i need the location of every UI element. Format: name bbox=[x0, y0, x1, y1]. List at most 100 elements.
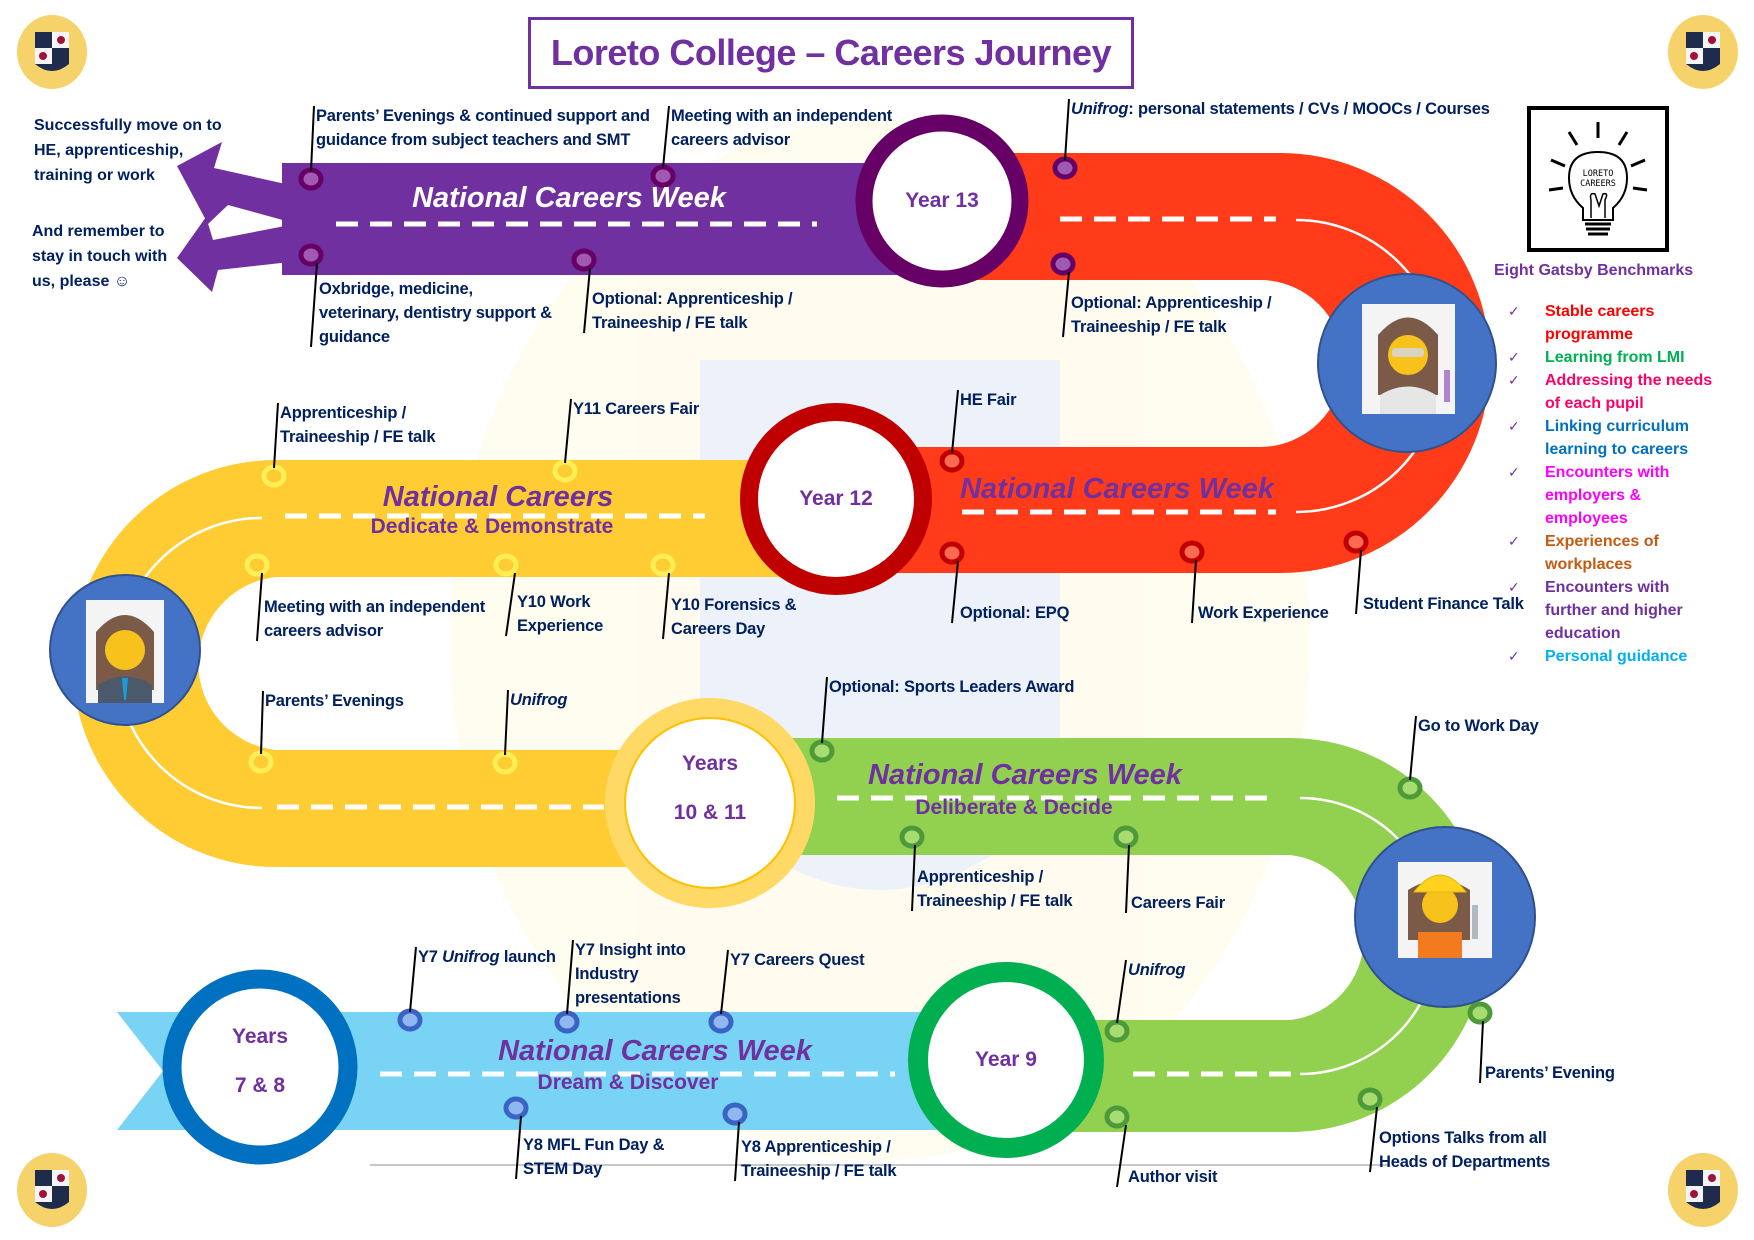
event-label-text: Y7 Careers Quest bbox=[730, 951, 865, 969]
event-label-text: Optional: Sports Leaders Award bbox=[829, 678, 1075, 696]
event-label-year9: Careers Fair bbox=[1128, 891, 1225, 915]
event-label-text: Optional: EPQ bbox=[960, 604, 1070, 622]
leader-line bbox=[1062, 271, 1070, 338]
event-marker bbox=[244, 553, 270, 577]
event-label-text: Parents’ Evenings & continued support an… bbox=[316, 107, 650, 149]
gatsby-benchmark-text: Stable careers programme bbox=[1545, 303, 1655, 343]
leader-line bbox=[515, 1115, 522, 1180]
event-label-year12: HE Fair bbox=[957, 388, 1017, 412]
event-label-years78: Y8 MFL Fun Day & STEM Day bbox=[520, 1133, 665, 1181]
road-title-year9: National Careers Week bbox=[868, 759, 1182, 791]
event-label-text: Optional: Apprenticeship / Traineeship /… bbox=[592, 290, 793, 332]
page-title: Loreto College – Careers Journey bbox=[528, 17, 1134, 89]
event-marker bbox=[1104, 1019, 1130, 1043]
exit-note-progression: Successfully move on to HE, apprenticesh… bbox=[34, 117, 222, 184]
check-icon: ✓ bbox=[1508, 648, 1520, 664]
event-label-years78: Y7 Careers Quest bbox=[727, 948, 865, 972]
leader-line bbox=[505, 572, 516, 637]
exit-note-stay-in-touch: And remember to stay in touch with us, p… bbox=[32, 223, 168, 290]
leader-line bbox=[564, 398, 572, 464]
event-markers bbox=[244, 156, 1493, 1129]
road-subtitle-year9: Deliberate & Decide bbox=[915, 796, 1113, 819]
gatsby-benchmark-item: ✓ Personal guidance bbox=[1508, 645, 1748, 668]
event-label-emphasis: Unifrog bbox=[1071, 100, 1129, 118]
stage-label-years78-line2: 7 & 8 bbox=[234, 1074, 286, 1097]
lightbulb-icon: LORETO CAREERS bbox=[1548, 122, 1648, 236]
event-label-text: Y11 Careers Fair bbox=[573, 400, 700, 418]
event-label-year12: Work Experience bbox=[1195, 601, 1329, 625]
event-label-text: Y7 Insight into Industry presentations bbox=[575, 941, 686, 1007]
stage-label-years78-line1: Years bbox=[231, 1025, 289, 1048]
event-marker bbox=[554, 1010, 580, 1034]
road-title-year12: National Careers Week bbox=[960, 473, 1274, 505]
event-label-text: Y10 Work Experience bbox=[517, 593, 604, 635]
gatsby-benchmark-text: Personal guidance bbox=[1545, 648, 1688, 665]
event-marker bbox=[571, 248, 597, 272]
leader-line bbox=[734, 1121, 740, 1182]
event-marker bbox=[298, 167, 324, 191]
event-label-year12: Student Finance Talk bbox=[1360, 592, 1524, 616]
logo-text: LORETO bbox=[1583, 169, 1614, 179]
event-label-years1011: Y10 Forensics & Careers Day bbox=[668, 593, 797, 641]
event-marker bbox=[1397, 776, 1423, 800]
stage-label-year9: Year 9 bbox=[975, 1048, 1037, 1071]
crest-icon bbox=[1668, 15, 1738, 89]
leader-line bbox=[409, 946, 417, 1013]
event-label-text: Oxbridge, medicine, veterinary, dentistr… bbox=[319, 280, 552, 346]
road-subtitle-years78: Dream & Discover bbox=[537, 1071, 719, 1094]
event-marker bbox=[1050, 252, 1076, 276]
avatar-mechanic bbox=[1354, 826, 1536, 1008]
event-marker bbox=[809, 739, 835, 763]
event-label-year12: Optional: EPQ bbox=[957, 601, 1069, 625]
event-marker bbox=[1357, 1087, 1383, 1111]
gatsby-benchmark-text: Experiences of workplaces bbox=[1545, 533, 1659, 573]
leader-line bbox=[1064, 98, 1070, 161]
leader-line bbox=[662, 105, 670, 169]
event-label-prefix: Y7 bbox=[418, 948, 443, 966]
event-marker bbox=[1179, 540, 1205, 564]
check-icon: ✓ bbox=[1508, 349, 1520, 365]
event-label-years1011: Y10 Work Experience bbox=[514, 590, 603, 638]
event-label-year13: Optional: Apprenticeship / Traineeship /… bbox=[589, 287, 793, 335]
leader-line bbox=[260, 690, 264, 755]
leader-line bbox=[1191, 559, 1197, 624]
event-marker bbox=[493, 553, 519, 577]
gatsby-benchmark-item: ✓Encounters with further and higher educ… bbox=[1508, 576, 1748, 645]
event-marker bbox=[1052, 156, 1078, 180]
event-label-year9: Parents’ Evening bbox=[1482, 1061, 1615, 1085]
loreto-careers-logo: LORETO CAREERS bbox=[1527, 106, 1669, 252]
event-label-text: launch bbox=[499, 948, 556, 966]
leader-line bbox=[821, 676, 828, 744]
leader-line bbox=[951, 560, 959, 624]
crest-icon bbox=[17, 15, 87, 89]
event-label-years1011: Apprenticeship / Traineeship / FE talk bbox=[277, 401, 436, 449]
stage-label-year13: Year 13 bbox=[905, 189, 979, 212]
event-marker bbox=[939, 449, 965, 473]
event-label-text: Meeting with an independent careers advi… bbox=[264, 598, 486, 640]
event-label-text: Work Experience bbox=[1198, 604, 1329, 622]
gatsby-benchmark-text: Linking curriculum learning to careers bbox=[1545, 418, 1690, 458]
gatsby-benchmark-item: ✓Addressing the needs of each pupil bbox=[1508, 369, 1748, 415]
event-label-year9: Options Talks from all Heads of Departme… bbox=[1376, 1126, 1550, 1174]
event-label-years1011: Meeting with an independent careers advi… bbox=[261, 595, 485, 643]
gatsby-benchmark-text: Addressing the needs of each pupil bbox=[1545, 372, 1713, 412]
gatsby-benchmark-text: Learning from LMI bbox=[1545, 349, 1685, 366]
gatsby-benchmark-item: ✓Experiences of workplaces bbox=[1508, 530, 1748, 576]
event-marker bbox=[1104, 1105, 1130, 1129]
road-title-years1011: National Careers bbox=[382, 481, 614, 513]
event-marker bbox=[1467, 1001, 1493, 1025]
gatsby-benchmark-item: ✓ Learning from LMI bbox=[1508, 346, 1748, 369]
event-label-emphasis: Unifrog bbox=[1128, 961, 1186, 979]
stage-circle-years1011 bbox=[605, 698, 815, 908]
leader-line bbox=[310, 105, 315, 172]
event-label-year13: Parents’ Evenings & continued support an… bbox=[313, 104, 650, 152]
event-label-emphasis: Unifrog bbox=[442, 948, 500, 966]
event-label-year13: Unifrog: personal statements / CVs / MOO… bbox=[1068, 97, 1490, 121]
event-label-text: Author visit bbox=[1128, 1168, 1218, 1186]
event-label-text: Optional: Apprenticeship / Traineeship /… bbox=[1071, 294, 1272, 336]
event-label-years78: Y7 Unifrog launch bbox=[415, 945, 556, 969]
event-label-text: : personal statements / CVs / MOOCs / Co… bbox=[1128, 100, 1490, 118]
exit-arrow-lower bbox=[177, 217, 290, 292]
